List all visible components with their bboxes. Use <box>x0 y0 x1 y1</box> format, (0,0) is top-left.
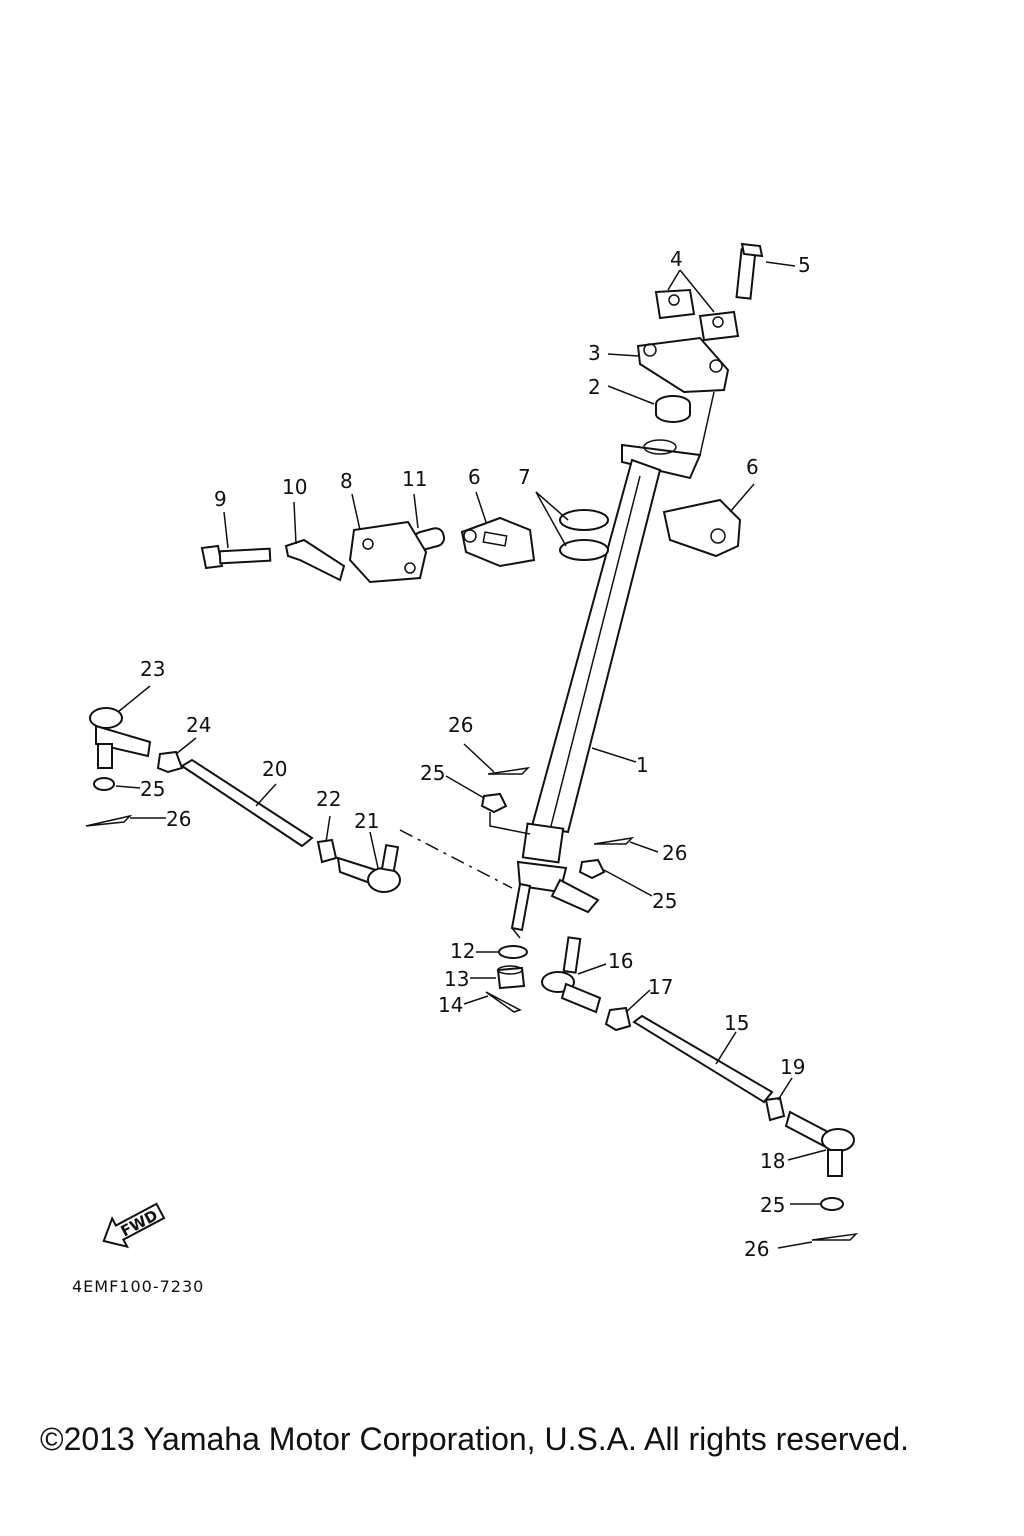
callout-23: 23 <box>140 657 165 681</box>
callout-18: 18 <box>760 1149 785 1173</box>
callout-15: 15 <box>724 1011 749 1035</box>
callout-21: 21 <box>354 809 379 833</box>
nut-13 <box>496 965 526 990</box>
nut-25-left <box>93 777 115 791</box>
callout-8: 8 <box>340 469 353 493</box>
lock-washer-10 <box>284 538 346 582</box>
tie-rod-end-18 <box>784 1110 855 1177</box>
bolt-5 <box>735 242 764 300</box>
handlebar-holder-upper-4 <box>654 288 740 342</box>
callout-25-center: 25 <box>420 761 445 785</box>
callout-26-center: 26 <box>448 713 473 737</box>
assembly-line-cotter <box>489 812 531 835</box>
fwd-arrow: FWD <box>102 1202 166 1249</box>
handlebar-holder-lower-3 <box>636 336 730 394</box>
callout-1: 1 <box>636 753 649 777</box>
tie-rod-15 <box>632 1014 774 1104</box>
drawing-code: 4EMF100-7230 <box>72 1277 204 1296</box>
bolt-9 <box>200 544 272 570</box>
nut-25-lower <box>820 1197 844 1211</box>
nut-25-right <box>578 858 606 880</box>
callout-2: 2 <box>588 375 601 399</box>
shaft-holder-8 <box>348 520 428 584</box>
locknut-19 <box>764 1096 786 1122</box>
callout-20: 20 <box>262 757 287 781</box>
callout-7: 7 <box>518 465 531 489</box>
callout-22: 22 <box>316 787 341 811</box>
steering-shaft <box>510 439 702 939</box>
callout-16: 16 <box>608 949 633 973</box>
tie-rod-end-23 <box>89 707 152 769</box>
callout-3: 3 <box>588 341 601 365</box>
cotter-pin-26-right <box>593 836 635 845</box>
callout-26-lower: 26 <box>744 1237 769 1261</box>
callout-11: 11 <box>402 467 427 491</box>
leader-lines <box>115 261 827 1249</box>
callout-14: 14 <box>438 993 463 1017</box>
callout-26-right: 26 <box>662 841 687 865</box>
cotter-pin-26-left <box>85 814 133 827</box>
cotter-pin-26-center <box>487 766 531 775</box>
callout-24: 24 <box>186 713 211 737</box>
callout-25-right: 25 <box>652 889 677 913</box>
locknut-24 <box>156 750 184 774</box>
callout-12: 12 <box>450 939 475 963</box>
cotter-pin-26-lower <box>811 1232 859 1241</box>
callout-25-lower: 25 <box>760 1193 785 1217</box>
callout-25-left: 25 <box>140 777 165 801</box>
locknut-17 <box>604 1006 632 1032</box>
cotter-pin-14 <box>485 991 522 1013</box>
damper-2 <box>655 395 691 423</box>
copyright-notice: ©2013 Yamaha Motor Corporation, U.S.A. A… <box>40 1421 909 1457</box>
callout-4: 4 <box>670 247 683 271</box>
callout-17: 17 <box>648 975 673 999</box>
assembly-line-left <box>399 829 513 889</box>
tie-rod-20 <box>180 758 314 848</box>
bushing-7 <box>559 509 609 561</box>
callout-26-left: 26 <box>166 807 191 831</box>
tie-rod-end-21 <box>336 843 401 893</box>
callout-6-right: 6 <box>746 455 759 479</box>
callout-5: 5 <box>798 253 811 277</box>
callouts: 1 2 3 4 5 6 6 7 8 9 10 11 12 13 14 15 16… <box>140 247 811 1261</box>
locknut-22 <box>316 838 338 864</box>
fwd-label: FWD <box>118 1206 161 1240</box>
callout-13: 13 <box>444 967 469 991</box>
washer-12 <box>498 945 528 959</box>
tie-rod-end-16 <box>541 936 602 1014</box>
callout-10: 10 <box>282 475 307 499</box>
nut-25-center <box>480 792 508 814</box>
bushing-clamp-6-left <box>460 516 536 568</box>
callout-19: 19 <box>780 1055 805 1079</box>
callout-9: 9 <box>214 487 227 511</box>
bushing-clamp-6-right <box>662 498 742 558</box>
callout-6-left: 6 <box>468 465 481 489</box>
